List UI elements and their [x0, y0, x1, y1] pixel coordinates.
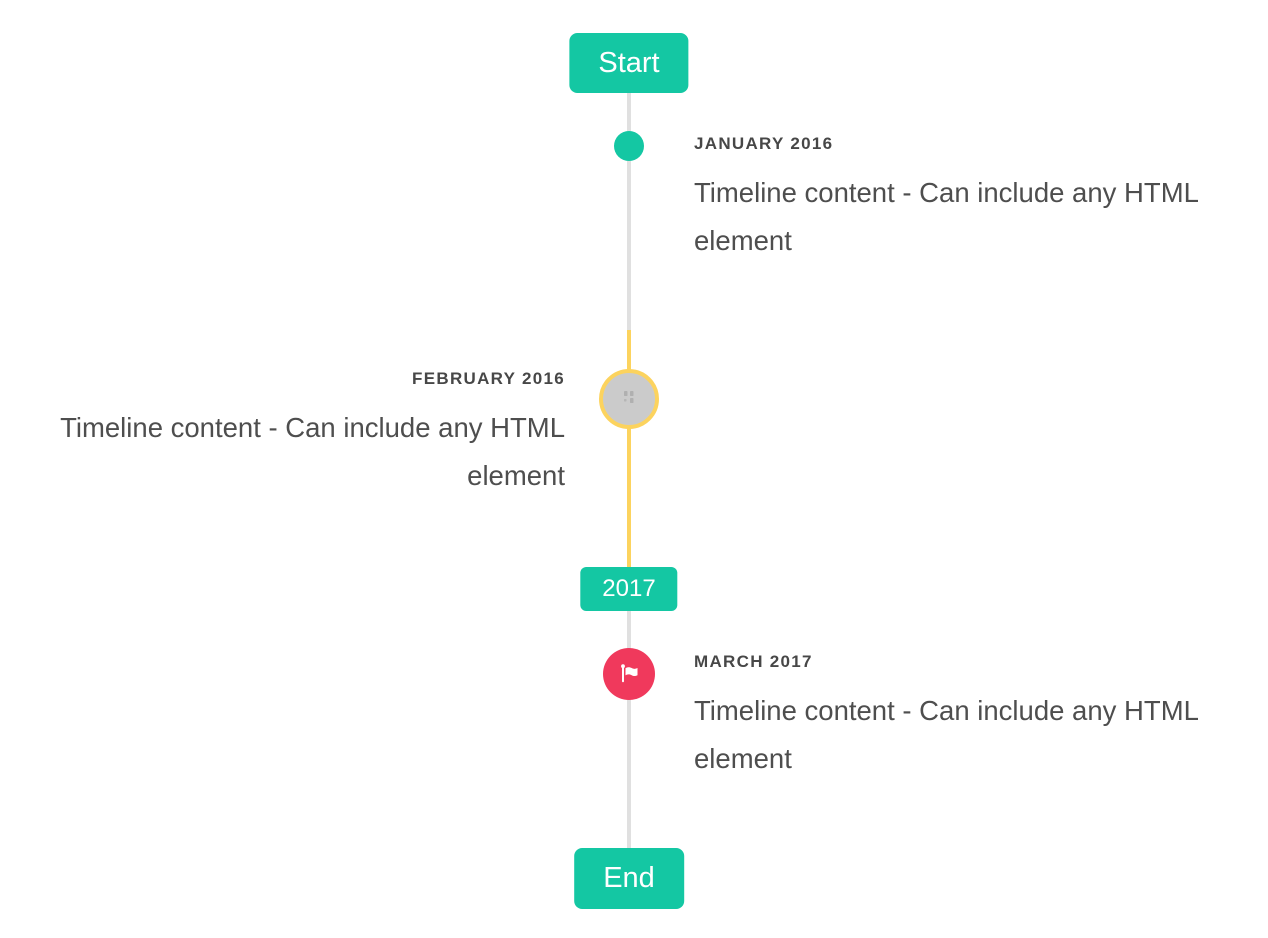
timeline-event: FEBRUARY 2016 Timeline content - Can inc… [39, 368, 565, 500]
end-badge: End [574, 848, 684, 909]
flag-icon [616, 661, 642, 687]
timeline-event: JANUARY 2016 Timeline content - Can incl… [694, 133, 1224, 265]
broken-image-icon [620, 389, 638, 410]
year-2017-badge: 2017 [580, 567, 678, 611]
event-marker-dot [614, 131, 644, 161]
event-marker-image [599, 369, 659, 429]
event-title: MARCH 2017 [694, 652, 813, 671]
event-content: Timeline content - Can include any HTML … [694, 695, 1198, 774]
event-title: FEBRUARY 2016 [412, 369, 565, 388]
event-marker-flag [603, 648, 655, 700]
start-badge: Start [569, 33, 689, 93]
timeline-event: MARCH 2017 Timeline content - Can includ… [694, 651, 1224, 783]
timeline-line-highlight [627, 330, 631, 568]
event-content: Timeline content - Can include any HTML … [694, 177, 1198, 256]
event-content: Timeline content - Can include any HTML … [60, 412, 565, 491]
event-title: JANUARY 2016 [694, 134, 834, 153]
